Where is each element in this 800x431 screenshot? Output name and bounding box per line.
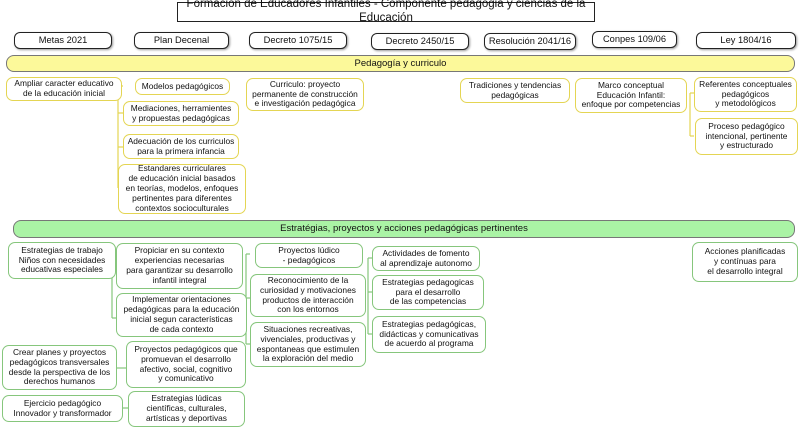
header-decreto-1075: Decreto 1075/15 bbox=[249, 32, 347, 49]
band-pedagogia-curriculo: Pedagogía y curriculo bbox=[6, 55, 795, 72]
node-adecuacion-curriculos: Adecuación de los curriculos para la pri… bbox=[123, 134, 239, 159]
node-ejercicio-pedagogico: Ejercicio pedagógico Innovador y transfo… bbox=[2, 395, 123, 422]
header-decreto-2450: Decreto 2450/15 bbox=[371, 33, 469, 50]
node-mediaciones-herramientas: Mediaciones, herramientes y propuestas p… bbox=[123, 101, 239, 126]
node-tradiciones-tendencias: Tradiciones y tendencias pedagógicas bbox=[460, 78, 570, 103]
band-estrategias-proyectos: Estratégias, proyectos y acciones pedagó… bbox=[13, 220, 795, 238]
node-proyectos-ludico: Proyectos lúdico - pedagógicos bbox=[255, 243, 363, 268]
node-marco-conceptual: Marco conceptual Educación Infantil: enf… bbox=[575, 78, 687, 113]
header-ley-1804: Ley 1804/16 bbox=[696, 32, 796, 49]
node-proyectos-pedagogicos: Proyectos pedagógicos que promuevan el d… bbox=[126, 341, 246, 388]
node-situaciones-recreativas: Situaciones recreativas, vivenciales, pr… bbox=[250, 322, 366, 367]
page-title: Formación de Educadores Infantiles - Com… bbox=[177, 0, 595, 24]
node-estrategias-trabajo: Estrategias de trabajo Niños con necesid… bbox=[8, 242, 116, 279]
node-modelos-pedagogicos: Modelos pedagógicos bbox=[135, 78, 230, 95]
node-proceso-pedagogico: Proceso pedagógico intencional, pertinen… bbox=[695, 118, 798, 155]
header-plan-decenal: Plan Decenal bbox=[134, 32, 229, 49]
node-estrategias-competencias: Estrategias pedagogicas para el desarrol… bbox=[372, 275, 484, 310]
node-reconocimiento-curiosidad: Reconocimiento de la curiosidad y motiva… bbox=[250, 274, 366, 317]
node-estrategias-didacticas: Estrategias pedagógicas, didácticas y co… bbox=[372, 316, 486, 353]
node-crear-planes-proyectos: Crear planes y proyectos pedagógicos tra… bbox=[2, 345, 117, 390]
header-conpes-109: Conpes 109/06 bbox=[592, 31, 677, 48]
node-estrategias-ludicas: Estrategias lúdicas científicas, cultura… bbox=[128, 391, 245, 427]
node-actividades-fomento: Actividades de fomento al aprendizaje au… bbox=[372, 246, 480, 271]
node-curriculo-proyecto: Curriculo: proyecto permanente de constr… bbox=[246, 78, 364, 111]
header-resolucion-2041: Resolución 2041/16 bbox=[484, 33, 576, 50]
node-referentes-conceptuales: Referentes conceptuales pedagógicos y me… bbox=[694, 77, 797, 112]
node-acciones-planificadas: Acciones planificadas y contínuas para e… bbox=[692, 242, 798, 282]
node-implementar-orientaciones: Implementar orientaciones pedagógicas pa… bbox=[116, 293, 247, 337]
node-propiciar-contexto: Propiciar en su contexto experiencias ne… bbox=[116, 243, 243, 289]
node-ampliar-caracter-educativo: Ampliar caracter educativo de la educaci… bbox=[6, 77, 122, 101]
node-estandares-curriculares: Estandares curriculares de educación ini… bbox=[118, 163, 246, 214]
header-metas-2021: Metas 2021 bbox=[14, 32, 112, 49]
